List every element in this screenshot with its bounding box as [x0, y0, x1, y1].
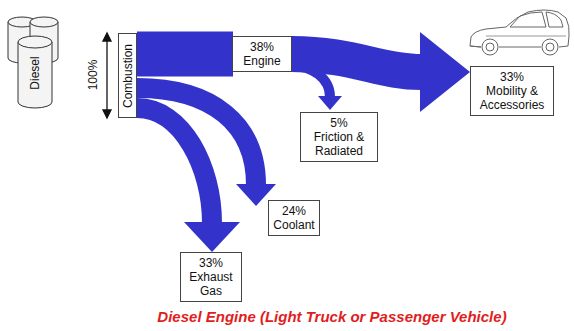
node-label: Diesel — [28, 56, 42, 89]
caption: Diesel Engine (Light Truck or Passenger … — [90, 308, 574, 325]
arrow-head — [318, 96, 342, 110]
node-label: Friction & Radiated — [305, 130, 373, 158]
span-label: 100% — [86, 60, 100, 91]
percent-value: 38% — [237, 40, 287, 54]
node-label: Exhaust Gas — [185, 270, 237, 298]
node-label: Coolant — [273, 218, 315, 232]
loss-box: 33%Exhaust Gas — [180, 252, 242, 302]
percent-value: 5% — [305, 116, 373, 130]
loss-box: 5%Friction & Radiated — [300, 112, 378, 162]
span-bracket — [103, 33, 111, 118]
flow-arrow — [292, 32, 470, 112]
flow-arrow — [292, 66, 342, 110]
flow-arrow — [137, 54, 233, 55]
percent-value: 33% — [475, 70, 549, 84]
diesel-drums — [8, 17, 58, 108]
node-label: Combustion — [121, 43, 135, 107]
process-box: Combustion — [118, 33, 137, 118]
node-label: Mobility & Accessories — [475, 84, 549, 112]
car-drawing — [470, 10, 569, 55]
percent-value: 24% — [273, 204, 315, 218]
percent-value: 33% — [185, 256, 237, 270]
flow-band — [292, 66, 330, 97]
output-box: 33%Mobility & Accessories — [470, 66, 554, 116]
stage-box: 38%Engine — [232, 36, 292, 72]
flow-arrow — [137, 108, 240, 252]
fuel-tank: Diesel — [23, 45, 47, 100]
flow-band — [137, 32, 233, 77]
arrow-head — [420, 32, 470, 112]
flow-band — [137, 108, 212, 223]
node-label: Engine — [237, 54, 287, 68]
loss-box: 24%Coolant — [268, 200, 320, 236]
arrow-head — [184, 222, 240, 252]
